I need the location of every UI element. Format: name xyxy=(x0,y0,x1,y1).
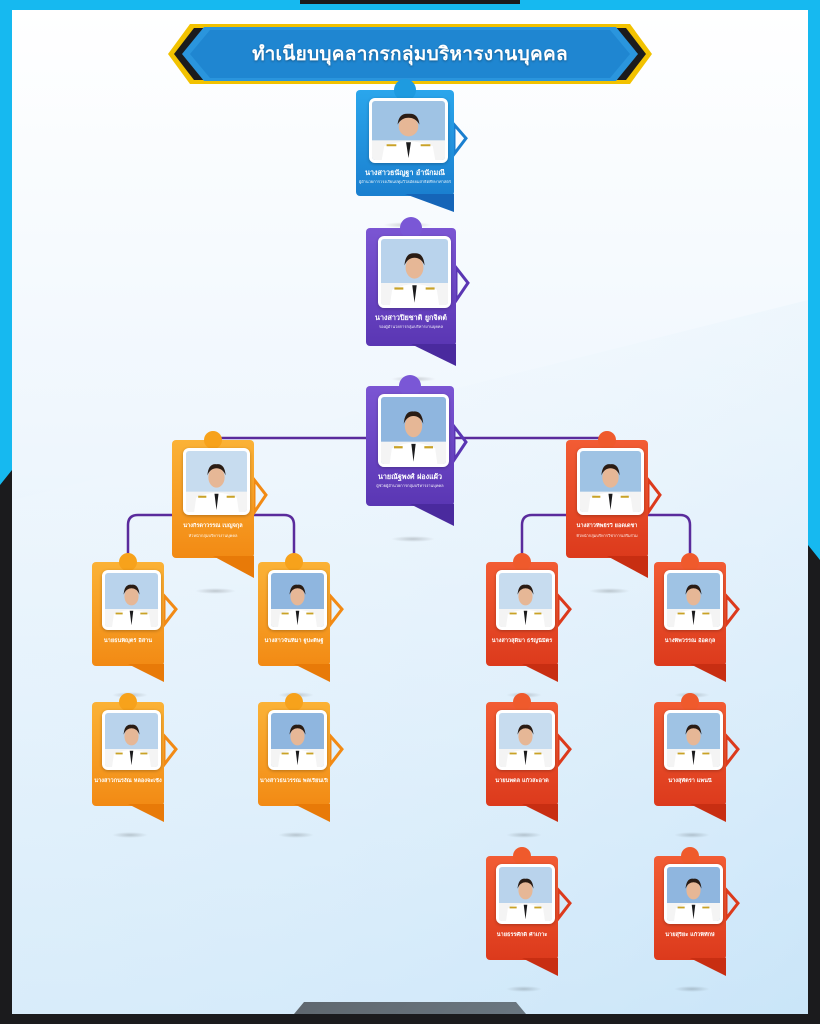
person-role: รองผู้อำนวยการกลุ่มบริหารงานบุคคล xyxy=(378,325,444,329)
person-name: นางสาวกนรงัณ หลองจะเช้ง xyxy=(94,778,162,784)
person-name: นายณัฐพงศ์ ผ่องแผ้ว xyxy=(377,473,443,481)
person-silhouette-icon xyxy=(580,451,641,512)
person-name: นางพิพวรรณ อ้อดกุล xyxy=(664,638,716,644)
person-photo xyxy=(378,236,451,308)
person-name: นางสุพัตรา แพนนี xyxy=(668,778,712,784)
person-card-14[interactable]: นายธรรศักดิ์ คำเกาะ xyxy=(486,846,572,976)
person-photo xyxy=(102,570,161,630)
person-role: หัวหน้ากลุ่มบริหารวิชาการเสริมร่วม xyxy=(576,534,638,538)
person-silhouette-icon xyxy=(271,713,324,767)
person-photo xyxy=(102,710,161,770)
card-shadow xyxy=(278,832,315,838)
person-photo xyxy=(664,864,723,924)
person-silhouette-icon xyxy=(667,573,720,627)
person-silhouette-icon xyxy=(381,397,446,464)
person-photo xyxy=(664,570,723,630)
person-name: นางสาวจันทิมา ฐูปะติษฐ์ xyxy=(264,638,324,644)
person-card-1[interactable]: นางสาวธนัญฐา อำนักมณีผู้อำนวยการโรงเรียน… xyxy=(356,79,468,212)
person-name: นางสาวทิพย์รวี ยอดเดชา xyxy=(576,523,638,529)
person-photo xyxy=(496,710,555,770)
person-card-9[interactable]: นางพิพวรรณ อ้อดกุล xyxy=(654,552,740,682)
person-card-11[interactable]: นางสาวธนวรรณ พลเรียนเรียนชัยวัฒนพรรณ xyxy=(258,692,344,822)
person-name: นายธรรศักดิ์ คำเกาะ xyxy=(496,932,548,938)
person-silhouette-icon xyxy=(105,713,158,767)
person-name: นายนพดล แก้วสะอาด xyxy=(495,778,549,784)
person-name: นายธนพิญุตร์ อิสาน xyxy=(103,638,153,644)
person-photo xyxy=(496,570,555,630)
person-card-2[interactable]: นางสาวปิยชาติ ยูกจิตต์รองผู้อำนวยการกลุ่… xyxy=(366,217,470,366)
person-photo xyxy=(378,394,449,467)
person-card-3[interactable]: นายณัฐพงศ์ ผ่องแผ้วผู้ช่วยผู้อำนวยการกลุ… xyxy=(366,375,468,526)
card-shadow xyxy=(390,536,435,542)
title-banner: ทำเนียบบุคลากรกลุ่มบริหารงานบุคคล xyxy=(166,22,654,86)
person-silhouette-icon xyxy=(667,867,720,921)
person-card-15[interactable]: นายสุริยะ แก้วพิทักษ์ xyxy=(654,846,740,976)
person-name: นางสาวธนวรรณ พลเรียนเรียนชัยวัฒนพรรณ xyxy=(260,778,328,784)
person-card-7[interactable]: นางสาวจันทิมา ฐูปะติษฐ์ xyxy=(258,552,344,682)
person-silhouette-icon xyxy=(499,867,552,921)
person-card-6[interactable]: นายธนพิญุตร์ อิสาน xyxy=(92,552,178,682)
person-silhouette-icon xyxy=(105,573,158,627)
person-card-10[interactable]: นางสาวกนรงัณ หลองจะเช้ง xyxy=(92,692,178,822)
person-photo xyxy=(268,710,327,770)
person-card-5[interactable]: นางสาวทิพย์รวี ยอดเดชาหัวหน้ากลุ่มบริหาร… xyxy=(566,430,662,578)
person-role: ผู้อำนวยการโรงเรียนปทุมวิไลมัธยมสาธิตศึก… xyxy=(358,180,452,184)
person-name: นายสุริยะ แก้วพิทักษ์ xyxy=(665,932,715,938)
person-card-13[interactable]: นางสุพัตรา แพนนี xyxy=(654,692,740,822)
person-photo xyxy=(268,570,327,630)
person-card-4[interactable]: นางกีรดาวรรณ เบญจกุลหัวหน้ากลุ่มบริหารงา… xyxy=(172,430,268,578)
card-shadow xyxy=(506,986,543,992)
person-name: นางสาวสุดิมา ธรัญนิมิตร xyxy=(491,638,553,644)
person-silhouette-icon xyxy=(499,573,552,627)
person-photo xyxy=(577,448,644,515)
person-silhouette-icon xyxy=(271,573,324,627)
person-photo xyxy=(496,864,555,924)
person-name: นางสาวปิยชาติ ยูกจิตต์ xyxy=(375,314,447,322)
card-shadow xyxy=(588,588,630,594)
page-title: ทำเนียบบุคลากรกลุ่มบริหารงานบุคคล xyxy=(252,43,568,65)
person-photo xyxy=(664,710,723,770)
person-silhouette-icon xyxy=(667,713,720,767)
card-shadow xyxy=(674,986,711,992)
card-shadow xyxy=(194,588,236,594)
person-silhouette-icon xyxy=(381,239,448,305)
person-role: หัวหน้ากลุ่มบริหารงานบุคคล xyxy=(188,534,238,538)
person-name: นางสาวธนัญฐา อำนักมณี xyxy=(365,169,445,177)
person-photo xyxy=(369,98,448,163)
person-silhouette-icon xyxy=(499,713,552,767)
person-role: ผู้ช่วยผู้อำนวยการกลุ่มบริหารงานบุคคล xyxy=(376,484,444,488)
card-shadow xyxy=(112,832,149,838)
title-banner-shape xyxy=(168,24,652,84)
person-card-12[interactable]: นายนพดล แก้วสะอาด xyxy=(486,692,572,822)
person-photo xyxy=(183,448,250,515)
person-name: นางกีรดาวรรณ เบญจกุล xyxy=(183,523,243,529)
person-silhouette-icon xyxy=(372,101,445,160)
card-shadow xyxy=(674,832,711,838)
person-card-8[interactable]: นางสาวสุดิมา ธรัญนิมิตร xyxy=(486,552,572,682)
card-shadow xyxy=(506,832,543,838)
person-silhouette-icon xyxy=(186,451,247,512)
